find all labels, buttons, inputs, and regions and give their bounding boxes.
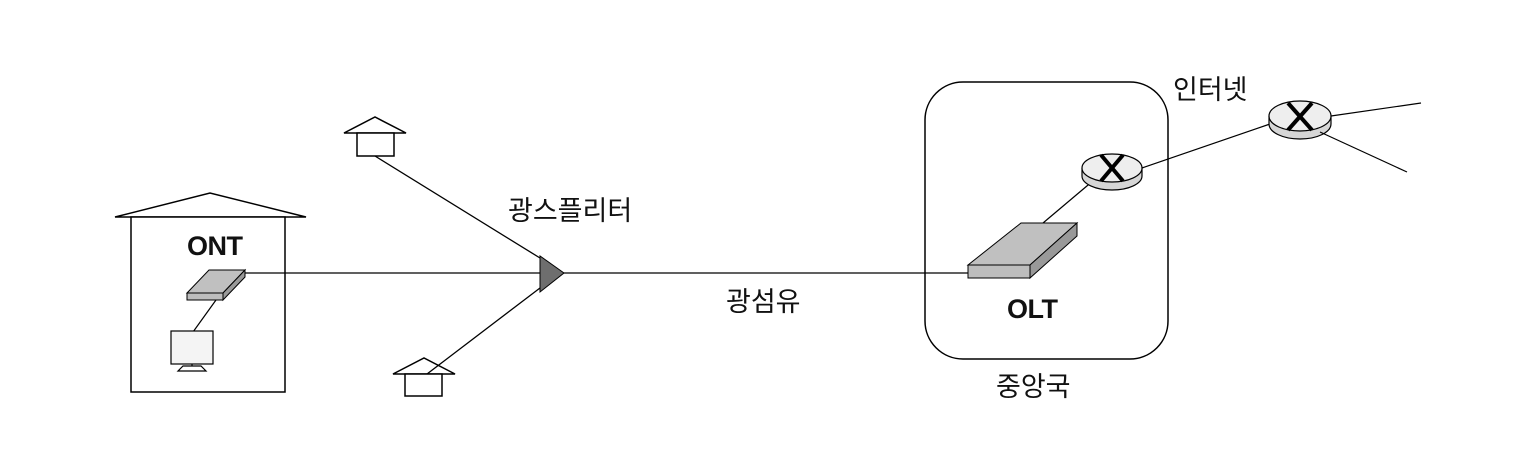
splitter-icon (539, 255, 565, 294)
central-office-label: 중앙국 (996, 372, 1071, 403)
router-icon (1268, 100, 1332, 140)
fiber-label: 광섬유 (726, 287, 801, 318)
ont-device-icon (185, 268, 247, 302)
house-icon (343, 116, 407, 157)
monitor-icon (170, 330, 214, 372)
internet-links (1319, 102, 1422, 173)
ont-label: ONT (187, 231, 243, 261)
olt-router-link (1042, 179, 1095, 224)
house-icon (392, 357, 456, 397)
internet-label: 인터넷 (1173, 75, 1248, 106)
house-splitter-link-bottom (426, 287, 541, 375)
olt-label: OLT (1007, 294, 1058, 324)
house-splitter-link-top (374, 155, 541, 259)
ont-pc-link (192, 299, 217, 333)
splitter-label: 광스플리터 (508, 196, 633, 227)
central-office-box (924, 81, 1169, 360)
fiber-links (245, 155, 968, 375)
router-internet-link (1141, 123, 1271, 169)
olt-device-icon (966, 221, 1079, 280)
router-icon (1081, 153, 1143, 191)
customer-house-roof (114, 192, 307, 218)
